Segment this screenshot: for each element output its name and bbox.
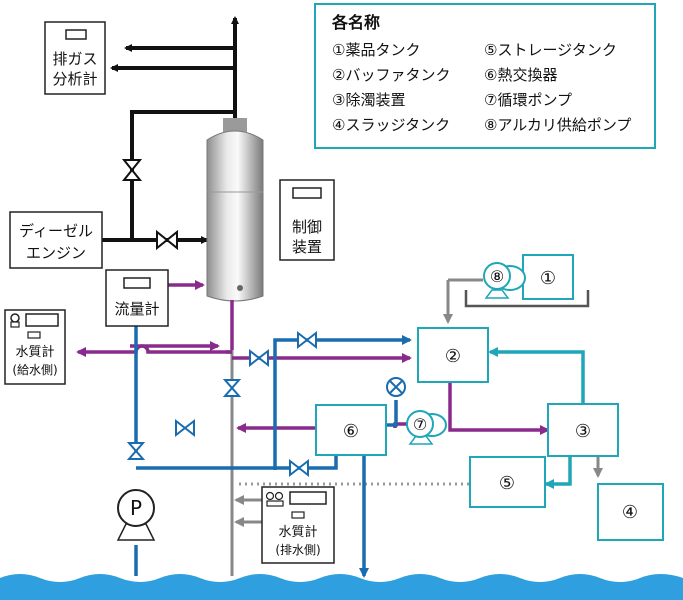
tank-3-label: ③ [575, 421, 591, 442]
valve-blue-drain[interactable] [222, 379, 242, 397]
diesel-engine-label-2: エンジン [26, 244, 86, 262]
tank-2: ② [417, 327, 489, 383]
valve-blue-top[interactable] [297, 330, 317, 350]
tank-5: ⑤ [469, 456, 546, 508]
tank-1: ① [522, 254, 574, 300]
legend-item-5: ⑤ストレージタンク [484, 41, 617, 59]
tank-1-label: ① [540, 268, 556, 289]
legend-item-1: ①薬品タンク [332, 41, 420, 59]
legend-item-8: ⑧アルカリ供給ポンプ [484, 116, 631, 134]
water-quality-supply: 水質計 (給水側) [4, 309, 66, 385]
seawater-pump: P [116, 489, 156, 541]
pump-7: ⑦ [406, 410, 447, 445]
pump-8: ⑧ [483, 262, 526, 299]
tank-2-label: ② [445, 346, 461, 367]
legend-box: 各名称 ①薬品タンク ②バッファタンク ③除濁装置 ④スラッジタンク ⑤ストレー… [314, 3, 656, 149]
tank-4: ④ [597, 483, 664, 541]
valve-blue-bottom[interactable] [289, 458, 309, 478]
sea-water [0, 574, 683, 600]
valve-blue-return[interactable] [175, 418, 195, 438]
legend-item-6: ⑥熱交換器 [484, 66, 557, 84]
valve-blue-purple-line[interactable] [249, 348, 269, 368]
exchanger-6: ⑥ [315, 404, 387, 456]
diesel-engine: ディーゼル エンジン [9, 211, 103, 269]
legend-item-4: ④スラッジタンク [332, 116, 450, 134]
tank-5-label: ⑤ [499, 473, 515, 494]
water-quality-discharge-label-1: 水質計 [278, 524, 317, 540]
water-quality-supply-label-1: 水質計 [15, 344, 54, 360]
legend-item-3: ③除濁装置 [332, 91, 405, 109]
exhaust-lines [102, 16, 239, 244]
cyan-lines [488, 347, 585, 489]
water-quality-discharge: 水質計 (排水側) [261, 486, 335, 564]
exhaust-analyzer: 排ガス 分析計 [44, 21, 106, 95]
scrubber-tower [206, 118, 264, 302]
controller-label-1: 制御 [292, 218, 322, 236]
controller: 制御 装置 [279, 179, 335, 261]
legend-title: 各名称 [331, 13, 380, 32]
flow-meter: 流量計 [105, 269, 169, 327]
exhaust-analyzer-label-2: 分析計 [52, 70, 97, 88]
tank-3: ③ [547, 403, 619, 457]
pump-7-label: ⑦ [413, 415, 427, 434]
water-quality-discharge-label-2: (排水側) [275, 543, 320, 557]
exhaust-analyzer-label-1: 排ガス [52, 50, 97, 68]
legend-item-7: ⑦循環ポンプ [484, 91, 572, 109]
seawater-pump-label: P [130, 496, 142, 520]
exhaust-valve-horizontal[interactable] [156, 229, 178, 251]
legend-item-2: ②バッファタンク [332, 66, 450, 84]
blue-lines [134, 296, 412, 578]
sensor-icon [386, 377, 406, 397]
exhaust-valve-vertical[interactable] [121, 159, 143, 181]
diesel-engine-label-1: ディーゼル [19, 222, 93, 240]
controller-label-2: 装置 [292, 238, 322, 256]
water-quality-supply-label-2: (給水側) [12, 363, 57, 377]
exchanger-6-label: ⑥ [343, 421, 359, 442]
pump-8-label: ⑧ [490, 267, 504, 286]
valve-blue-pump-inlet[interactable] [126, 442, 146, 460]
chemical-tray [464, 290, 590, 308]
flow-meter-label: 流量計 [114, 300, 159, 318]
tank-4-label: ④ [622, 502, 638, 523]
